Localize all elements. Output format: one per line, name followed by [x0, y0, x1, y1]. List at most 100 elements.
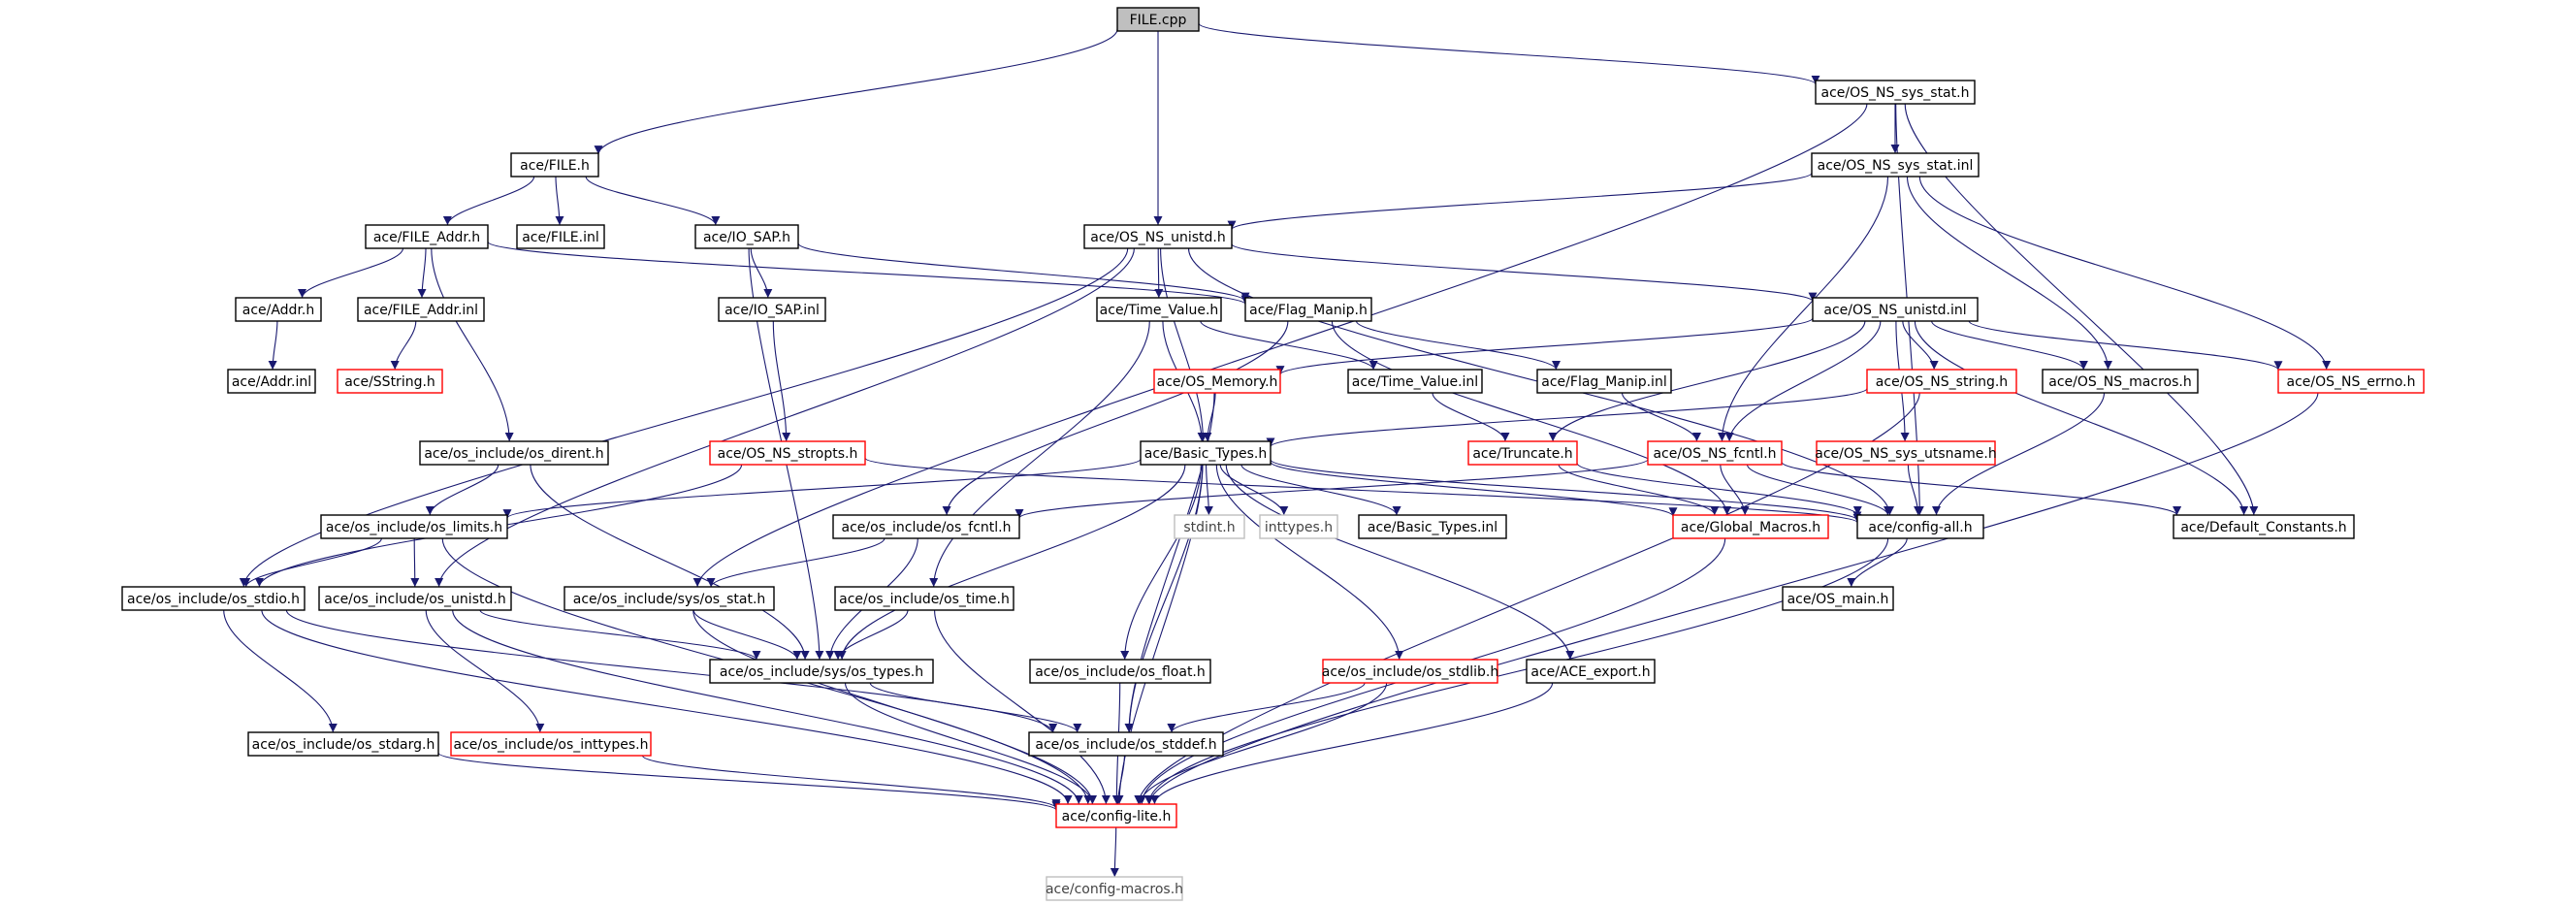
edge-os_stdlib_h-to-os_stddef_h	[1167, 682, 1366, 733]
node-os-ns-sys-utsname-h[interactable]: ace/OS_NS_sys_utsname.h	[1815, 440, 1997, 466]
node-os-ns-fcntl-h[interactable]: ace/OS_NS_fcntl.h	[1647, 440, 1783, 466]
node-flag-manip-h[interactable]: ace/Flag_Manip.h	[1244, 297, 1372, 322]
node-config-lite-h[interactable]: ace/config-lite.h	[1055, 803, 1177, 828]
edge-os_dirent_h-to-os_limits_h	[425, 464, 499, 516]
edge-ace_file_h-to-file_addr_h	[442, 176, 535, 226]
node-box	[1358, 514, 1507, 539]
node-sys-os-stat-h[interactable]: ace/os_include/sys/os_stat.h	[564, 586, 775, 611]
node-io-sap-inl[interactable]: ace/IO_SAP.inl	[718, 297, 826, 322]
node-os-ns-sys-stat-h[interactable]: ace/OS_NS_sys_stat.h	[1815, 80, 1976, 105]
node-file-inl[interactable]: ace/FILE.inl	[516, 224, 605, 249]
node-os-limits-h[interactable]: ace/os_include/os_limits.h	[320, 514, 508, 539]
node-os-stdio-h[interactable]: ace/os_include/os_stdio.h	[121, 586, 306, 611]
node-os-ns-macros-h[interactable]: ace/OS_NS_macros.h	[2042, 369, 2199, 394]
node-os-fcntl-h[interactable]: ace/os_include/os_fcntl.h	[832, 514, 1020, 539]
edge-flag_manip_inl-to-os_ns_fcntl_h	[1621, 392, 1701, 442]
node-box	[1322, 659, 1498, 684]
node-ace-file-h[interactable]: ace/FILE.h	[510, 152, 599, 178]
node-box	[1096, 297, 1222, 322]
node-os-dirent-h[interactable]: ace/os_include/os_dirent.h	[419, 440, 609, 466]
node-os-ns-string-h[interactable]: ace/OS_NS_string.h	[1866, 369, 2017, 394]
node-time-value-inl[interactable]: ace/Time_Value.inl	[1347, 369, 1483, 394]
node-label: ace/Basic_Types.h	[1144, 446, 1267, 462]
node-label: ace/OS_Memory.h	[1157, 374, 1278, 390]
node-box	[235, 297, 322, 322]
node-os-memory-h[interactable]: ace/OS_Memory.h	[1153, 369, 1281, 394]
node-os-float-h[interactable]: ace/os_include/os_float.h	[1029, 659, 1211, 684]
node-file-addr-h[interactable]: ace/FILE_Addr.h	[365, 224, 489, 249]
edge-os_stdlib_h-to-config_lite_h	[1135, 682, 1388, 805]
node-box	[318, 586, 512, 611]
node-stdint-h[interactable]: stdint.h	[1174, 514, 1245, 539]
node-basic-types-inl[interactable]: ace/Basic_Types.inl	[1358, 514, 1507, 539]
edge-os_unistd_h-to-sys_os_types_h	[479, 609, 761, 661]
node-label: ace/os_include/os_stdlib.h	[1322, 664, 1498, 680]
node-ace-export-h[interactable]: ace/ACE_export.h	[1526, 659, 1656, 684]
edge-basic_types_h-to-sys_os_types_h	[837, 464, 1186, 661]
node-sstring-h[interactable]: ace/SString.h	[337, 369, 443, 394]
node-label: ace/Basic_Types.inl	[1368, 520, 1497, 535]
node-io-sap-h[interactable]: ace/IO_SAP.h	[694, 224, 799, 249]
node-os-stddef-h[interactable]: ace/os_include/os_stddef.h	[1028, 731, 1224, 757]
edge-os_stdio_h-to-os_stdarg_h	[223, 609, 338, 733]
node-box	[1856, 514, 1984, 539]
node-os-ns-errno-h[interactable]: ace/OS_NS_errno.h	[2277, 369, 2425, 394]
node-label: ace/os_include/os_limits.h	[326, 520, 502, 535]
node-os-ns-sys-stat-inl[interactable]: ace/OS_NS_sys_stat.inl	[1811, 152, 1980, 178]
node-box	[1467, 440, 1578, 466]
node-truncate-h[interactable]: ace/Truncate.h	[1467, 440, 1578, 466]
node-box	[1536, 369, 1672, 394]
edge-os_ns_fcntl_h-to-os_fcntl_h	[1014, 459, 1649, 519]
edge-os_ns_unistd_inl-to-truncate_h	[1548, 320, 1866, 442]
node-box	[1347, 369, 1483, 394]
node-time-value-h[interactable]: ace/Time_Value.h	[1096, 297, 1222, 322]
node-os-stdarg-h[interactable]: ace/os_include/os_stdarg.h	[247, 731, 439, 757]
node-addr-h[interactable]: ace/Addr.h	[235, 297, 322, 322]
node-default-constants-h[interactable]: ace/Default_Constants.h	[2173, 514, 2355, 539]
node-label: ace/OS_NS_string.h	[1876, 374, 2008, 390]
node-sys-os-types-h[interactable]: ace/os_include/sys/os_types.h	[709, 659, 934, 684]
edge-basic_types_h-to-ace_export_h	[1225, 464, 1575, 661]
node-os-main-h[interactable]: ace/OS_main.h	[1782, 586, 1894, 611]
node-box	[337, 369, 443, 394]
edge-time_value_h-to-os_time_h	[929, 320, 1150, 588]
node-file-addr-inl[interactable]: ace/FILE_Addr.inl	[357, 297, 485, 322]
edge-os_stdio_h-to-os_stddef_h	[285, 609, 1058, 733]
edge-os_stddef_h-to-config_lite_h	[1113, 755, 1125, 805]
node-label: ace/os_include/sys/os_types.h	[720, 664, 923, 680]
node-box	[1782, 586, 1894, 611]
edge-os_ns_unistd_h-to-time_value_h	[1154, 247, 1164, 299]
node-flag-manip-inl[interactable]: ace/Flag_Manip.inl	[1536, 369, 1672, 394]
node-label: ace/OS_NS_fcntl.h	[1653, 446, 1776, 462]
node-label: ace/IO_SAP.inl	[724, 303, 820, 318]
node-os-ns-unistd-h[interactable]: ace/OS_NS_unistd.h	[1083, 224, 1233, 249]
node-os-ns-unistd-inl[interactable]: ace/OS_NS_unistd.inl	[1812, 297, 1979, 322]
node-basic-types-h[interactable]: ace/Basic_Types.h	[1140, 440, 1272, 466]
node-addr-inl[interactable]: ace/Addr.inl	[227, 369, 316, 394]
node-inttypes-h[interactable]: inttypes.h	[1259, 514, 1338, 539]
node-os-time-h[interactable]: ace/os_include/os_time.h	[834, 586, 1014, 611]
edge-os_ns_unistd_h-to-os_ns_unistd_inl	[1231, 243, 1818, 303]
edge-os_ns_unistd_h-to-os_stdio_h	[239, 247, 1129, 588]
node-os-stdlib-h[interactable]: ace/os_include/os_stdlib.h	[1322, 659, 1498, 684]
node-label: ace/config-all.h	[1868, 520, 1972, 535]
node-box	[450, 731, 652, 757]
edge-os_ns_unistd_inl-to-os_ns_errno_h	[1968, 320, 2283, 371]
node-os-unistd-h[interactable]: ace/os_include/os_unistd.h	[318, 586, 512, 611]
edge-time_value_h-to-time_value_inl	[1200, 320, 1378, 371]
edge-flag_manip_h-to-global_macros_h	[1331, 320, 1732, 516]
node-box	[1046, 876, 1183, 901]
node-label: ace/OS_NS_stropts.h	[718, 446, 858, 462]
edge-basic_types_h-to-config_all_h	[1270, 459, 1862, 521]
node-os-ns-stropts-h[interactable]: ace/OS_NS_stropts.h	[709, 440, 866, 466]
node-box	[1647, 440, 1783, 466]
node-box	[419, 440, 609, 466]
node-config-macros-h[interactable]: ace/config-macros.h	[1046, 876, 1183, 901]
node-label: ace/OS_NS_sys_stat.h	[1821, 85, 1970, 101]
node-box	[227, 369, 316, 394]
node-global-macros-h[interactable]: ace/Global_Macros.h	[1672, 514, 1829, 539]
node-config-all-h[interactable]: ace/config-all.h	[1856, 514, 1984, 539]
edge-file_addr_inl-to-sstring_h	[390, 320, 417, 371]
node-os-inttypes-h[interactable]: ace/os_include/os_inttypes.h	[450, 731, 652, 757]
